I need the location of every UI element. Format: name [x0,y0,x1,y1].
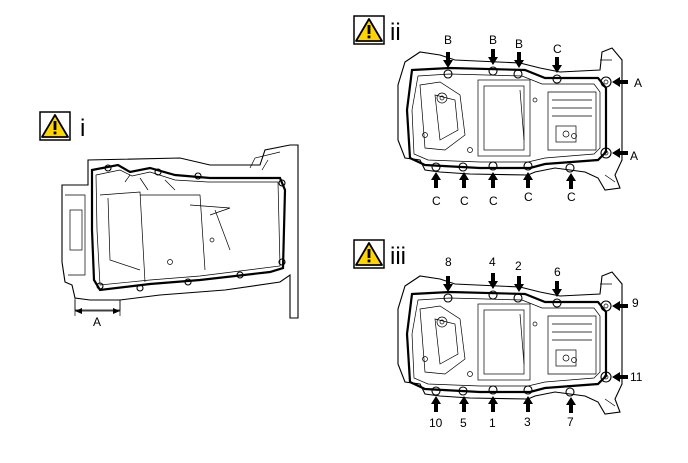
callout-label: C [567,190,576,204]
oil-pan-top-view [396,270,624,416]
callout-label: C [460,194,469,208]
callout-label: A [634,76,642,90]
callout-label: B [515,37,523,51]
callout-label: 2 [515,259,522,273]
callout-label: 9 [632,296,639,310]
callout-label: C [524,190,533,204]
callout-label: 3 [524,415,531,429]
callout-label: C [489,194,498,208]
callout-label: C [432,194,441,208]
callout-arrow [612,77,628,87]
callout-arrow [443,52,453,68]
callout-arrow [431,172,441,188]
callout-label: 5 [460,416,467,430]
callout-arrow [488,273,498,289]
callout-label: B [489,33,497,47]
callout-label: 8 [445,255,452,269]
callout-arrow [443,276,453,292]
callout-label: 4 [489,255,496,269]
callout-label: 6 [554,265,561,279]
callout-label: 7 [567,415,574,429]
warning-triangle-icon [353,239,385,269]
callout-arrow [566,173,576,189]
dimension-label: A [93,315,101,329]
panel-label: i [80,115,85,142]
callout-arrow [459,172,469,188]
callout-arrow [459,396,469,412]
panel-iii: iii 8 4 2 6 9 11 10 5 1 3 7 [353,239,643,430]
callout-label: B [444,33,452,47]
panel-ii: ii B B B C A A C C C C C [353,15,642,208]
dimension-a: A [74,300,121,329]
callout-arrow [431,396,441,412]
warning-triangle-icon [353,15,385,45]
callout-arrow [488,49,498,65]
oil-pan-top-view [396,46,624,192]
callout-arrow [612,301,628,311]
panel-i: i A [39,111,300,329]
callout-label: 1 [489,416,496,430]
warning-triangle-icon [39,111,71,141]
callout-label: 11 [630,370,643,384]
oil-pan-side-view [60,143,300,320]
callout-label: C [553,42,562,56]
panel-label: iii [390,243,406,270]
panel-label: ii [390,19,401,46]
callout-arrow [514,52,524,68]
callout-arrow [514,276,524,292]
callout-arrow [612,372,628,382]
callout-label: A [630,149,638,163]
callout-label: 10 [429,416,443,430]
callout-arrow [612,148,628,158]
callout-arrow [566,397,576,413]
